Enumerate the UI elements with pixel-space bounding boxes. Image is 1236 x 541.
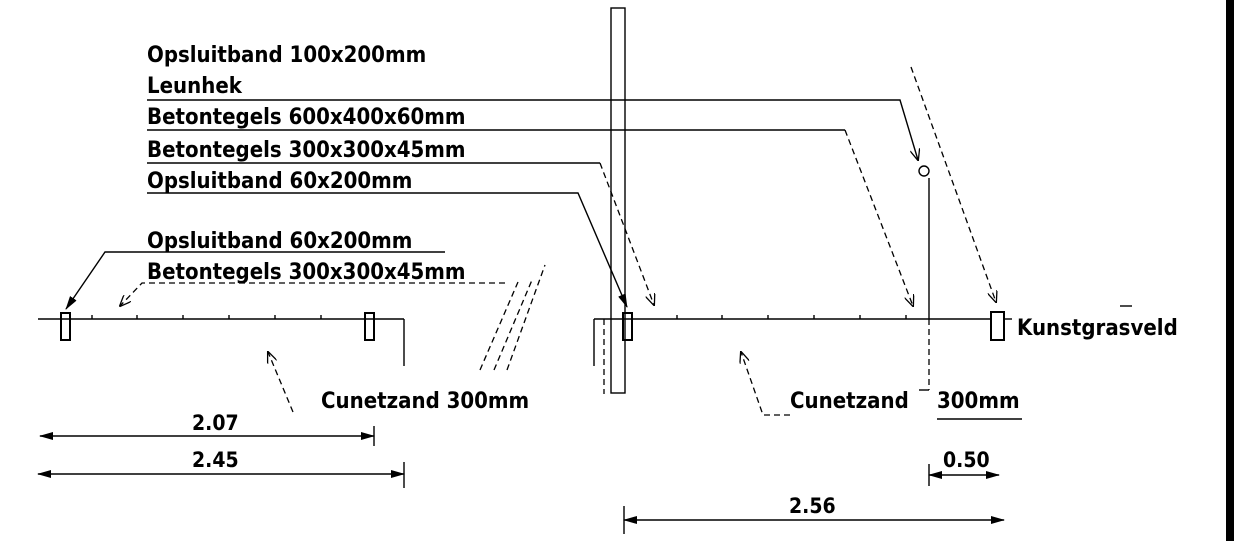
left-kerb-inner: [364, 312, 375, 341]
label-left-subbase: Cunetzand 300mm: [321, 389, 529, 414]
leader-300x300-end: [599, 162, 654, 305]
fence-post: [610, 7, 626, 394]
label-kerb-60x200: Opsluitband 60x200mm: [147, 169, 412, 194]
leader-left-cunet: [268, 352, 294, 413]
left-kerb-outer: [60, 312, 71, 341]
leader-right-cunet: [741, 352, 790, 416]
dim-left-inner: 2.07: [192, 411, 239, 435]
label-right-subbase: Cunetzand: [790, 389, 909, 414]
railing-top: [918, 165, 930, 177]
leader-left-kerb: [65, 251, 445, 310]
label-tiles-300x300: Betontegels 300x300x45mm: [147, 138, 466, 163]
break-symbol: [479, 264, 546, 371]
label-kerb-100x200: Opsluitband 100x200mm: [147, 43, 426, 68]
label-tiles-600x400: Betontegels 600x400x60mm: [147, 105, 466, 130]
dim-left-total: 2.45: [192, 448, 239, 472]
label-left-tiles: Betontegels 300x300x45mm: [147, 260, 466, 285]
label-kunstgrasveld: Kunstgrasveld: [1017, 316, 1178, 341]
field-kerb: [990, 311, 1005, 341]
left-section: Opsluitband 60x200mm Betontegels 300x300…: [37, 229, 529, 488]
leader-600x400-end: [844, 129, 913, 306]
label-leunhek: Leunhek: [147, 74, 243, 99]
leader-100x200: [910, 66, 996, 302]
dim-right-total: 2.56: [789, 494, 836, 518]
right-kerb-small: [622, 312, 633, 341]
right-section: Opsluitband 100x200mm Leunhek Betontegel…: [147, 7, 1178, 534]
label-left-kerb: Opsluitband 60x200mm: [147, 229, 412, 254]
leader-60x200: [147, 192, 628, 308]
leader-leunhek: [147, 99, 918, 160]
dim-right-offset: 0.50: [943, 448, 990, 472]
leader-left-tiles: [120, 282, 505, 306]
label-right-subbase-value: 300mm: [937, 389, 1020, 414]
